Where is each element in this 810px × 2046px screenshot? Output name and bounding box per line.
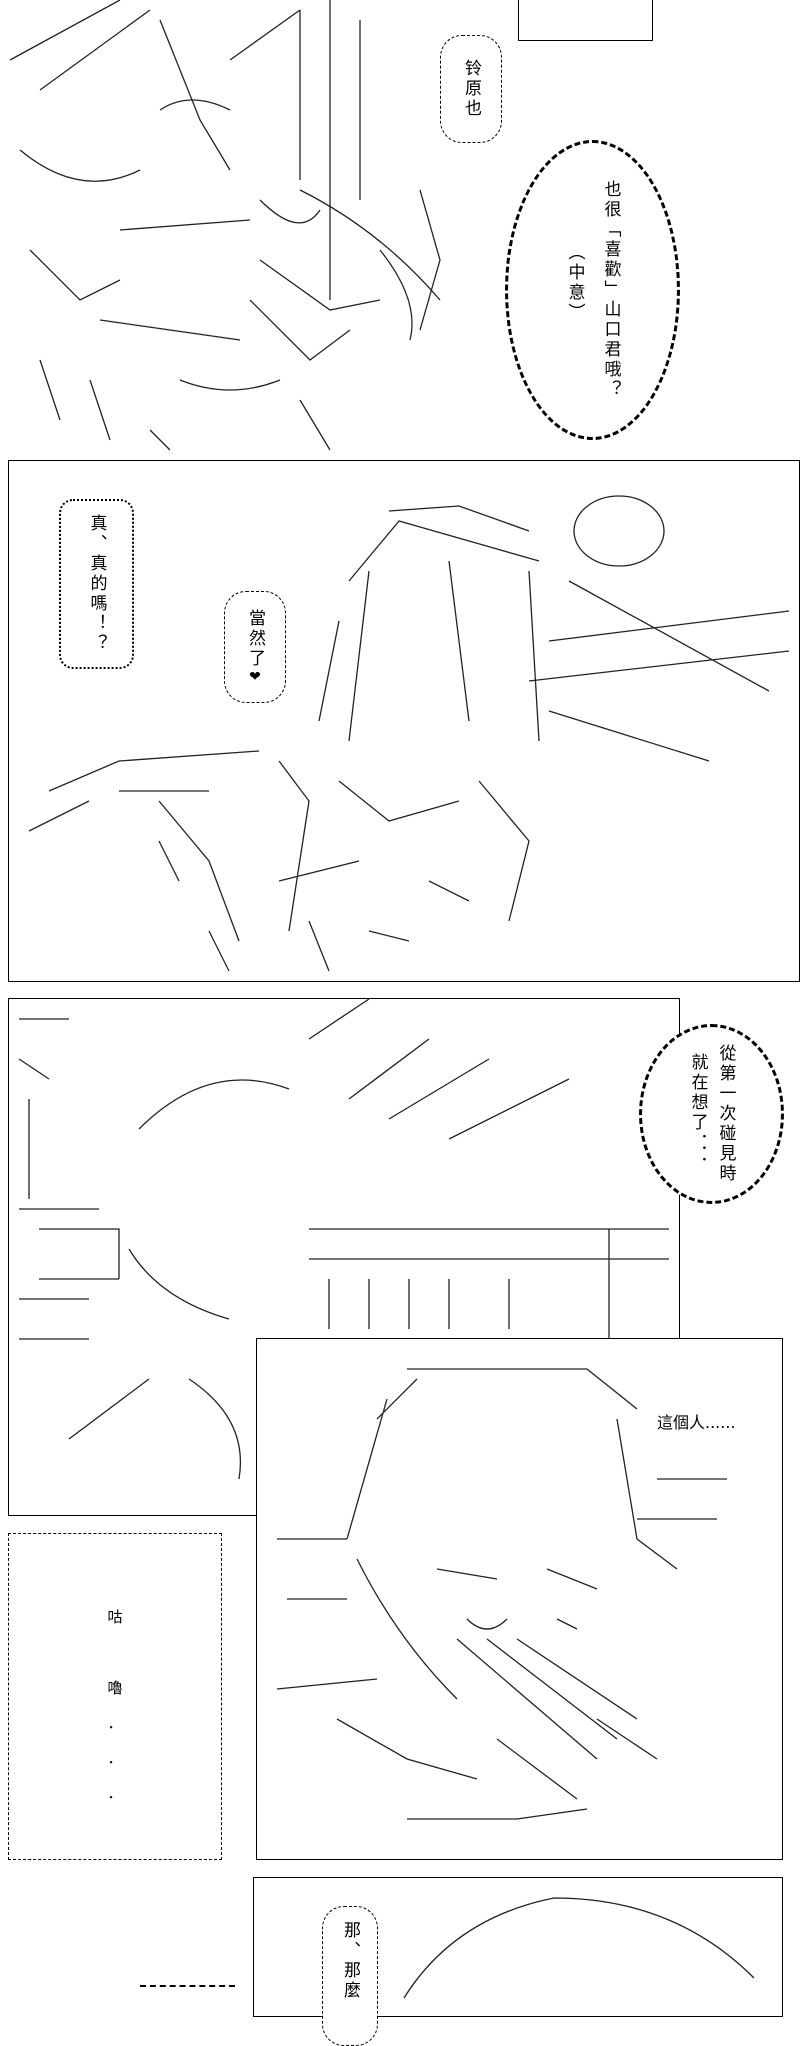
sound-char-1: 咕 (107, 1608, 123, 1626)
thought-bubble-first-meeting: 從第一次碰見時 就在想了．．． (639, 1024, 784, 1204)
panel-4: 這個人...... (256, 1338, 783, 1860)
sound-dot-3: ． (107, 1784, 123, 1802)
panel-6: 那、那麼 (253, 1877, 783, 2046)
sound-effect-gurgle: 咕 嚕 ． ． ． (9, 1606, 221, 1803)
speech-bubble-reply-text: 當然了 (245, 609, 265, 669)
speech-bubble-surprise-text: 真、真的嗎！？ (86, 514, 107, 654)
bubble-main-note: （中意） (564, 243, 585, 323)
thought-text-line-2: 就在想了．．． (687, 1052, 708, 1176)
panel-2-character-art (28, 495, 790, 972)
panel-1-character-art (9, 0, 441, 451)
speech-bubble-reply: 當然了 ❤ (224, 591, 286, 703)
panel-3-character-art (18, 998, 669, 1480)
speech-bubble-well: 那、那麼 (322, 1906, 378, 2046)
panel-4-character-art (276, 1368, 727, 1820)
panel-6-character-art (403, 1897, 755, 1999)
caption-this-person: 這個人...... (657, 1413, 736, 1432)
speech-bubble-name: 铃原也 (440, 35, 502, 143)
bubble-main-text: 也很「喜歡」山口君哦？ (600, 180, 621, 400)
heart-icon: ❤ (249, 669, 261, 685)
speech-bubble-well-text: 那、那麼 (340, 1921, 360, 2001)
panel-1-top-box (518, 0, 653, 41)
thought-text-line-1: 從第一次碰見時 (715, 1044, 736, 1184)
thought-bubble-main: 也很「喜歡」山口君哦？ （中意） (505, 140, 680, 440)
sound-dot-2: ． (107, 1749, 123, 1767)
speech-bubble-surprise: 真、真的嗎！？ (59, 499, 134, 669)
panel-5: 咕 嚕 ． ． ． (8, 1533, 222, 1860)
sound-char-2: 嚕 (107, 1679, 123, 1697)
speech-bubble-name-text: 铃原也 (461, 59, 481, 119)
sound-dot-1: ． (107, 1714, 123, 1732)
bottom-left-art (140, 1985, 235, 1987)
panel-2: 真、真的嗎！？ 當然了 ❤ (8, 460, 800, 982)
